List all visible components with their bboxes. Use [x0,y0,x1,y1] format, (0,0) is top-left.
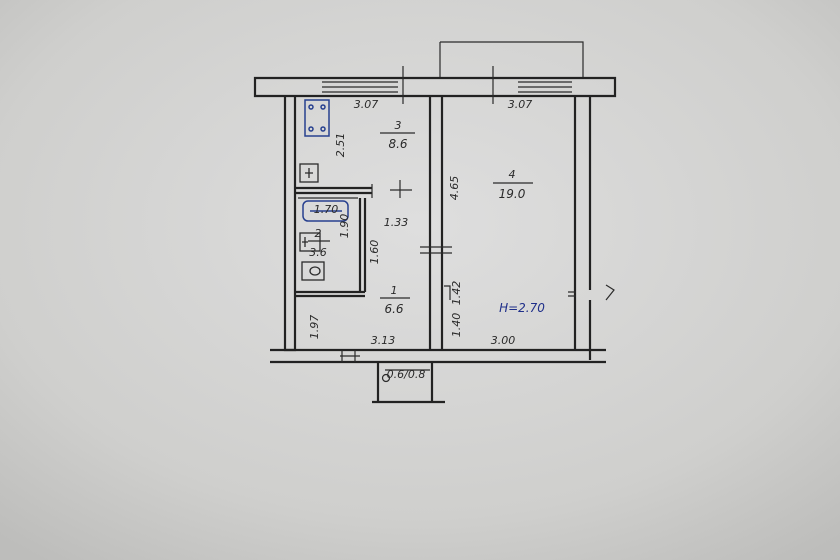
toilet [301,261,325,281]
room-4-number: 4 [509,168,516,181]
interior-partitions [295,180,576,300]
dim-hall-depth: 1.97 [308,315,321,340]
dim-kitchen-width: 3.07 [354,98,379,111]
room-2-label: 2 3.6 [308,227,330,259]
entry-tag: 0.6/0.8 [387,368,426,381]
room-1-area: 6.6 [384,302,403,316]
dim-wc-depth: 1.60 [368,240,381,265]
dim-living-depth: 4.65 [448,176,461,201]
entrance-vestibule [340,350,445,404]
room-4-label: 4 19.0 [493,168,533,201]
balcony [439,41,584,78]
dim-corridor-width: 1.33 [384,216,409,229]
floor-plan: 3 8.6 4 19.0 2 3.6 1 6.6 3.07 3.07 2.51 … [253,41,617,404]
windows-top [322,66,615,301]
kitchen-sink [299,163,319,183]
room-3-area: 8.6 [388,137,407,151]
sink [299,232,321,252]
dim-living-width-top: 3.07 [508,98,533,111]
dim-hall-width: 3.13 [371,334,396,347]
dim-bath-depth: 1.90 [338,214,351,239]
dim-niche-depth: 1.42 [450,281,463,306]
room-3-number: 3 [395,119,402,132]
bathtub [302,200,349,222]
kitchen-stove [304,99,330,137]
dim-living-width-bottom: 3.00 [491,334,516,347]
room-3-label: 3 8.6 [380,119,415,151]
dim-bath-width: 1.70 [314,203,339,216]
dim-entry-depth: 1.40 [450,313,463,338]
room-4-area: 19.0 [499,187,526,201]
room-1-number: 1 [391,284,398,297]
room-2-number: 2 [315,227,322,240]
room-1-label: 1 6.6 [380,284,410,316]
dim-kitchen-depth: 2.51 [334,133,347,158]
ceiling-height-note: H=2.70 [499,301,545,315]
room-2-area: 3.6 [309,246,327,259]
outer-walls [253,76,617,364]
